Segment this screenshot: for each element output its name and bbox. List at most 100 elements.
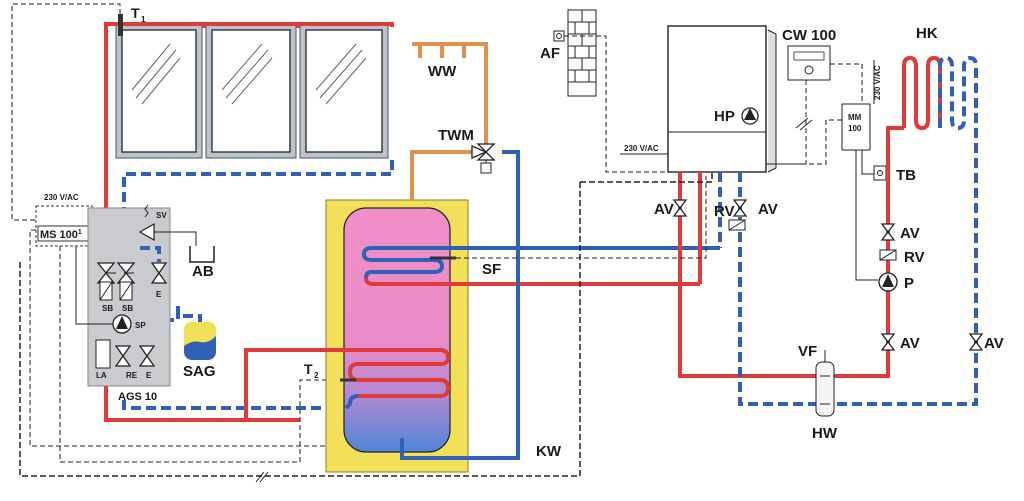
check-valve-icon (99, 281, 113, 301)
cw100-label: CW 100 (782, 27, 836, 44)
mm100-bus (766, 119, 842, 165)
hw-label: HW (812, 425, 838, 442)
t1-label: T (131, 5, 140, 21)
tb-label: TB (896, 167, 916, 184)
solar-collectors (115, 23, 389, 159)
p-label: P (904, 275, 914, 292)
hp-label: HP (714, 108, 735, 125)
brick-wall-icon (567, 9, 597, 97)
ab-label: AB (192, 263, 214, 280)
mm100-tb-wire (861, 150, 874, 175)
e-bottom-label: E (146, 371, 152, 380)
tank-hot-outlet (410, 150, 472, 200)
storage-tank (244, 150, 720, 473)
boiler-voltage-label: 230 V/AC (624, 144, 659, 153)
thermometer-icon (553, 30, 565, 42)
bus-line-boiler (580, 172, 713, 183)
t1-sensor: T 1 (11, 3, 146, 221)
rv-boiler-label: RV (714, 203, 735, 220)
warm-water-taps (418, 44, 466, 58)
sb-left-label: SB (102, 304, 113, 313)
valve-icon (672, 199, 688, 217)
ww-label: WW (428, 63, 457, 80)
t1-subscript: 1 (141, 15, 146, 24)
check-valve-icon (879, 249, 897, 261)
av-hk-return-label: AV (984, 335, 1004, 352)
check-valve-icon (119, 281, 133, 301)
valve-icon (880, 223, 896, 241)
mm100-label-2: 100 (848, 124, 862, 133)
sf-label: SF (482, 261, 501, 278)
valve-icon (732, 199, 748, 217)
boiler-flow-pipe (678, 172, 808, 378)
valve-icon (116, 262, 136, 284)
hk-label: HK (916, 25, 938, 42)
hk-floor-coil-cold (938, 55, 978, 131)
mm100-label-1: MM (848, 113, 862, 122)
sv-label: SV (156, 211, 167, 220)
mm100-voltage-label: 230 V/AC (873, 65, 882, 100)
av-hk-top-label: AV (900, 225, 920, 242)
upper-coil-return (361, 246, 720, 279)
valve-icon (968, 333, 984, 351)
valve-icon (96, 262, 116, 284)
check-valve-icon (728, 219, 746, 231)
valve-icon (114, 345, 132, 367)
ms100-voltage-label: 230 V/AC (44, 193, 79, 202)
upper-coil-flow (364, 277, 700, 286)
pump-icon (878, 272, 898, 292)
mm100-pump-wire (855, 150, 878, 281)
boiler: HP (667, 25, 777, 173)
rv-hk-label: RV (904, 249, 925, 266)
av-hk-bottom-label: AV (900, 335, 920, 352)
valve-icon (138, 345, 156, 367)
hydraulic-separator-icon (815, 350, 835, 417)
ags10-label: AGS 10 (118, 391, 157, 403)
collector-icon (205, 23, 297, 159)
boiler-return-pipe (738, 172, 808, 406)
collector-icon (115, 23, 203, 159)
cable-break-mark (255, 471, 265, 483)
t2-subscript: 2 (314, 371, 319, 380)
sag-label: SAG (183, 363, 216, 380)
collector-icon (299, 23, 389, 159)
av-boiler-right-label: AV (758, 201, 778, 218)
solar-coil-flow (244, 348, 451, 420)
twm-label: TWM (438, 127, 474, 144)
expansion-vessel-icon: SAG (176, 306, 216, 380)
bus-line-main (19, 182, 581, 477)
mm100-module: MM 100 (841, 103, 871, 151)
cw100-bus (830, 63, 863, 104)
sp-label: SP (135, 321, 146, 330)
pump-icon (112, 314, 132, 334)
solar-coil-return (344, 394, 359, 410)
hk-return-pipe (808, 128, 978, 406)
re-label: RE (126, 371, 138, 380)
hk-floor-coil-hot (902, 55, 942, 131)
sb-right-label: SB (122, 304, 133, 313)
flow-meter-icon (95, 339, 111, 369)
e-top-label: E (156, 290, 162, 299)
valve-icon (150, 262, 168, 284)
kw-label: KW (536, 443, 562, 460)
sf-signal-line (456, 176, 707, 259)
solar-return-to-tank (122, 400, 346, 410)
ags10-station: AGS 10 SB SB SP (75, 204, 197, 403)
vf-label: VF (798, 343, 817, 360)
warm-water-pipe (412, 42, 488, 150)
solar-return-pipe (122, 160, 394, 208)
t2-label: T (304, 361, 313, 377)
af-label: AF (540, 45, 560, 62)
valve-icon (880, 333, 896, 351)
thermometer-icon (873, 165, 887, 181)
drain-ab: AB (189, 246, 215, 280)
solar-flow-pipe (104, 22, 394, 422)
thermostat-icon (787, 45, 831, 81)
la-label: LA (96, 371, 107, 380)
af-signal-line (564, 35, 712, 173)
pump-icon (741, 107, 759, 125)
av-boiler-left-label: AV (654, 201, 674, 218)
cold-water-inlet (400, 150, 520, 460)
